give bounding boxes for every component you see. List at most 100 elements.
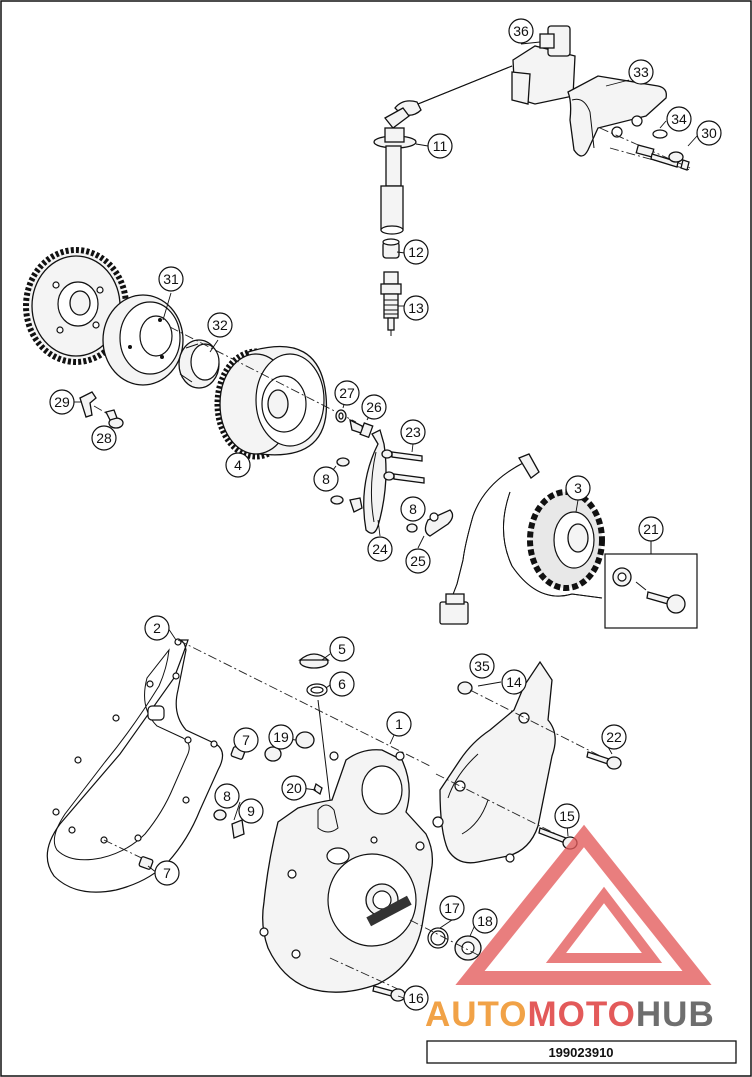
callout-circle <box>472 908 498 934</box>
callout-33: 33 <box>628 59 654 85</box>
callout-circle <box>214 783 240 809</box>
document-number-box <box>426 1040 737 1064</box>
callout-circle <box>400 419 426 445</box>
callout-2: 2 <box>144 615 170 641</box>
callout-label: 15 <box>559 808 575 824</box>
ignition-coil-assembly <box>373 25 667 235</box>
callout-circle <box>405 548 431 574</box>
callout-circle <box>403 985 429 1011</box>
callout-label: 29 <box>54 394 70 410</box>
callout-circle <box>91 425 117 451</box>
document-number: 199023910 <box>548 1045 613 1060</box>
watermark-text-auto: AUTO <box>425 995 528 1034</box>
callout-30: 30 <box>696 120 722 146</box>
needle-bearing <box>178 339 220 389</box>
callout-27: 27 <box>334 380 360 406</box>
callout-11: 11 <box>427 133 453 159</box>
cover-gasket <box>46 638 224 893</box>
callout-18: 18 <box>472 908 498 934</box>
callout-25: 25 <box>405 548 431 574</box>
side-cover <box>432 660 556 864</box>
watermark-triangle-inner <box>545 886 663 963</box>
callout-label: 14 <box>506 674 522 690</box>
callout-7: 7 <box>233 727 259 753</box>
callout-label: 8 <box>322 471 330 487</box>
freewheel-disc <box>102 294 184 386</box>
callout-circle <box>225 452 251 478</box>
callout-label: 12 <box>408 244 424 260</box>
callout-36: 36 <box>508 18 534 44</box>
watermark-triangle-outer <box>455 824 712 985</box>
callout-circle <box>281 775 307 801</box>
callout-label: 23 <box>405 424 421 440</box>
stator-and-cable <box>439 453 605 625</box>
callout-14: 14 <box>501 669 527 695</box>
callout-circle <box>601 724 627 750</box>
callout-label: 18 <box>477 913 493 929</box>
callout-circle <box>313 466 339 492</box>
callout-circle <box>334 380 360 406</box>
callout-circle <box>329 671 355 697</box>
starter-gear <box>23 247 129 365</box>
callout-circle <box>403 239 429 265</box>
callout-label: 4 <box>234 457 242 473</box>
callout-22: 22 <box>601 724 627 750</box>
callout-circle <box>403 295 429 321</box>
callout-circle <box>508 18 534 44</box>
generator-cover <box>259 749 434 993</box>
callout-circle <box>144 615 170 641</box>
callout-6: 6 <box>329 671 355 697</box>
callout-label: 24 <box>372 541 388 557</box>
callout-9: 9 <box>238 798 264 824</box>
callout-label: 20 <box>286 780 302 796</box>
callout-17: 17 <box>439 895 465 921</box>
callout-label: 7 <box>242 732 250 748</box>
callout-3: 3 <box>565 475 591 501</box>
callout-5: 5 <box>329 636 355 662</box>
callout-circle <box>565 475 591 501</box>
callout-label: 5 <box>338 641 346 657</box>
callout-24: 24 <box>367 536 393 562</box>
callout-12: 12 <box>403 239 429 265</box>
callout-label: 28 <box>96 430 112 446</box>
callout-8: 8 <box>400 496 426 522</box>
callout-circle <box>501 669 527 695</box>
filler-plug-oring <box>298 653 331 801</box>
callout-circle <box>696 120 722 146</box>
callout-label: 8 <box>409 501 417 517</box>
callout-circle <box>439 895 465 921</box>
callout-label: 35 <box>474 658 490 674</box>
callout-15: 15 <box>554 803 580 829</box>
callout-label: 7 <box>163 865 171 881</box>
flywheel-rotor <box>214 345 328 460</box>
callout-circle <box>154 860 180 886</box>
callout-8: 8 <box>214 783 240 809</box>
callout-label: 3 <box>574 480 582 496</box>
callout-label: 1 <box>395 716 403 732</box>
callout-circle <box>628 59 654 85</box>
callout-layer: 3633343011121331322928272623482482532125… <box>49 18 722 1011</box>
rotor-axis-line <box>169 326 357 423</box>
cover-screws <box>329 751 622 1002</box>
callout-circle <box>554 803 580 829</box>
sensor-bracket-and-screw <box>79 391 124 429</box>
callout-label: 33 <box>633 64 649 80</box>
callout-circle <box>238 798 264 824</box>
callout-32: 32 <box>207 312 233 338</box>
callout-label: 30 <box>701 125 717 141</box>
callout-circle <box>158 266 184 292</box>
callout-label: 16 <box>408 990 424 1006</box>
callout-label: 31 <box>163 271 179 287</box>
callout-label: 2 <box>153 620 161 636</box>
callout-16: 16 <box>403 985 429 1011</box>
callout-circle <box>233 727 259 753</box>
callout-13: 13 <box>403 295 429 321</box>
timing-chain-guide <box>330 429 454 537</box>
callout-circle <box>207 312 233 338</box>
cover-small-parts <box>213 731 323 839</box>
callout-label: 34 <box>671 111 687 127</box>
callout-circle <box>268 724 294 750</box>
callout-7: 7 <box>154 860 180 886</box>
watermark-logo <box>455 824 712 985</box>
